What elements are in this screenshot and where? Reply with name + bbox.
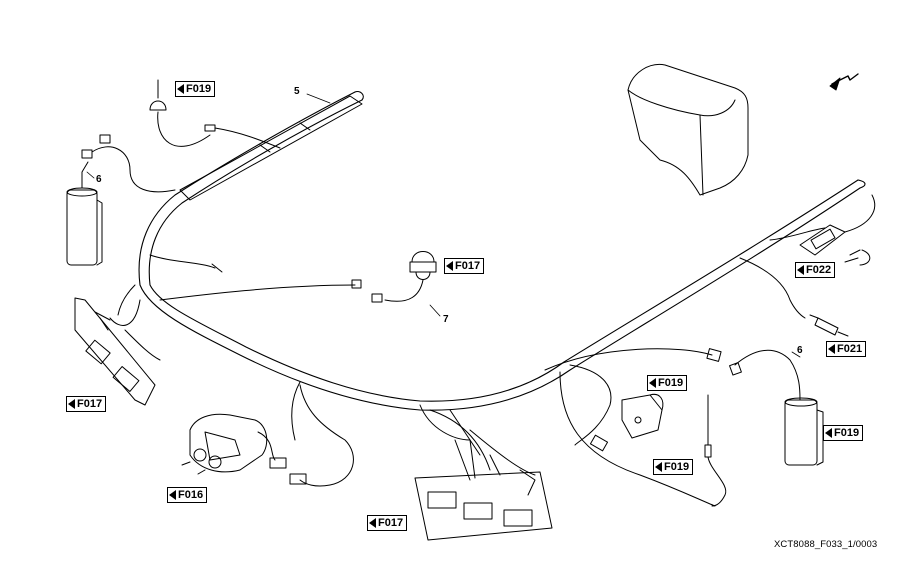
ref-label-f019-antenna: F019 bbox=[653, 459, 694, 475]
ref-code: F019 bbox=[664, 461, 690, 473]
protective-sleeve bbox=[179, 95, 363, 201]
left-triangle-icon bbox=[797, 265, 804, 275]
item-number-6-right: 6 bbox=[797, 345, 803, 356]
item-number-6-left: 6 bbox=[96, 174, 102, 185]
ref-label-f017-rear: F017 bbox=[367, 515, 408, 531]
leader-7 bbox=[429, 304, 441, 317]
left-triangle-icon bbox=[177, 84, 184, 94]
left-triangle-icon bbox=[649, 378, 656, 388]
work-lamp-cluster bbox=[181, 413, 287, 475]
ref-code: F022 bbox=[806, 264, 832, 276]
left-triangle-icon bbox=[655, 462, 662, 472]
left-triangle-icon bbox=[825, 428, 832, 438]
ref-label-f019-top-left: F019 bbox=[175, 81, 216, 97]
ref-label-f021: F021 bbox=[826, 341, 867, 357]
leader-6-right bbox=[791, 351, 801, 358]
ref-code: F019 bbox=[186, 83, 212, 95]
siren-right bbox=[729, 349, 824, 466]
item-number-5: 5 bbox=[294, 86, 300, 97]
ref-label-f019-siren-right: F019 bbox=[823, 425, 864, 441]
lamp-bracket-rear bbox=[414, 439, 553, 541]
ref-code: F019 bbox=[834, 427, 860, 439]
ref-label-f017-beacon: F017 bbox=[444, 258, 485, 274]
left-triangle-icon bbox=[169, 490, 176, 500]
item-number-7: 7 bbox=[443, 314, 449, 325]
rotating-beacon bbox=[371, 251, 437, 303]
ref-label-f019-relay: F019 bbox=[647, 375, 688, 391]
ref-code: F017 bbox=[455, 260, 481, 272]
leader-6-left bbox=[86, 171, 95, 179]
ref-label-f022: F022 bbox=[795, 262, 836, 278]
lamp-bracket-left bbox=[74, 284, 161, 406]
left-triangle-icon bbox=[828, 344, 835, 354]
ref-code: F021 bbox=[837, 343, 863, 355]
drawing-code: XCT8088_F033_1/0003 bbox=[774, 539, 878, 550]
siren-left bbox=[66, 134, 176, 266]
ref-code: F016 bbox=[178, 489, 204, 501]
ref-label-f017-left: F017 bbox=[66, 396, 107, 412]
whip-antenna bbox=[704, 394, 727, 507]
left-triangle-icon bbox=[68, 399, 75, 409]
ref-code: F017 bbox=[77, 398, 103, 410]
antenna-top-left bbox=[149, 79, 281, 149]
cab-body bbox=[627, 63, 749, 196]
ref-label-f016: F016 bbox=[167, 487, 208, 503]
leader-5 bbox=[306, 93, 331, 104]
direction-arrow-icon bbox=[829, 73, 859, 91]
main-harness-trunk bbox=[138, 91, 866, 411]
ref-code: F017 bbox=[378, 517, 404, 529]
pressure-switch bbox=[809, 314, 849, 337]
harness-branches bbox=[149, 227, 826, 507]
switch-panel-right bbox=[799, 194, 876, 266]
ref-code: F019 bbox=[658, 377, 684, 389]
left-triangle-icon bbox=[369, 518, 376, 528]
left-triangle-icon bbox=[446, 261, 453, 271]
relay-box bbox=[621, 393, 664, 439]
